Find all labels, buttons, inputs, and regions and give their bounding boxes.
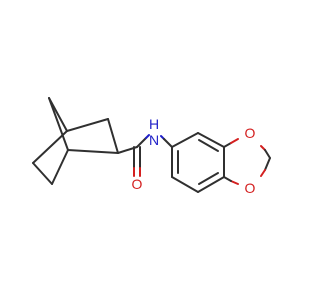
bond-c3-to-c2	[107, 118, 119, 154]
bond-ch2-to-oxygen-bottom-o	[260, 169, 266, 177]
bond-ring-2-3	[197, 132, 225, 148]
bond-c2-to-bridgehead-bottom	[67, 149, 119, 154]
atom-labels: H N O O O	[132, 116, 256, 196]
molecule-structure-diagram: H N O O O	[32, 97, 271, 196]
bond-ring-to-oxygen-top-o	[230, 138, 239, 144]
bond-oxygen-bottom-to-ring-c	[223, 176, 232, 182]
norbornane-group	[32, 97, 119, 185]
bond-ring-1-2	[171, 132, 199, 148]
bond-ch2-to-oxygen-bottom-c	[264, 157, 271, 171]
dioxole-oxygen-top-label: O	[245, 125, 256, 141]
bond-ring-5-6	[171, 176, 199, 193]
bond-c5-to-bridgehead-bottom	[51, 149, 69, 185]
bond-ring-4-5	[197, 176, 225, 193]
bond-ring-inner-4-5	[198, 172, 219, 185]
molecule-canvas: H N O O O	[32, 97, 271, 196]
benzene-ring	[171, 132, 225, 193]
dioxole-ring	[223, 138, 271, 185]
bond-ring-inner-2-3	[198, 139, 219, 152]
hydrogen-atom-label: H	[149, 116, 159, 132]
bond-c6-to-c5	[32, 162, 53, 185]
bond-oxygen-top-to-ch2-c	[264, 149, 271, 159]
bond-bridge-to-bridgehead-bottom	[48, 97, 69, 151]
bond-bridgehead-top-to-c3	[66, 118, 109, 132]
bond-bridgehead-top-to-c6	[32, 130, 68, 164]
bond-ring-to-oxygen-top-c	[223, 142, 232, 148]
bond-oxygen-bottom-to-ring-o	[230, 180, 239, 185]
carbonyl-oxygen-label: O	[132, 176, 143, 192]
nitrogen-atom-label: N	[149, 132, 159, 148]
dioxole-oxygen-bottom-label: O	[245, 180, 256, 196]
amide-group	[117, 134, 173, 177]
bond-carbonyl-to-nitrogen-n	[145, 134, 150, 139]
bond-carbonyl-to-nitrogen-c	[136, 137, 147, 148]
bond-nitrogen-to-aryl-c	[163, 138, 173, 148]
